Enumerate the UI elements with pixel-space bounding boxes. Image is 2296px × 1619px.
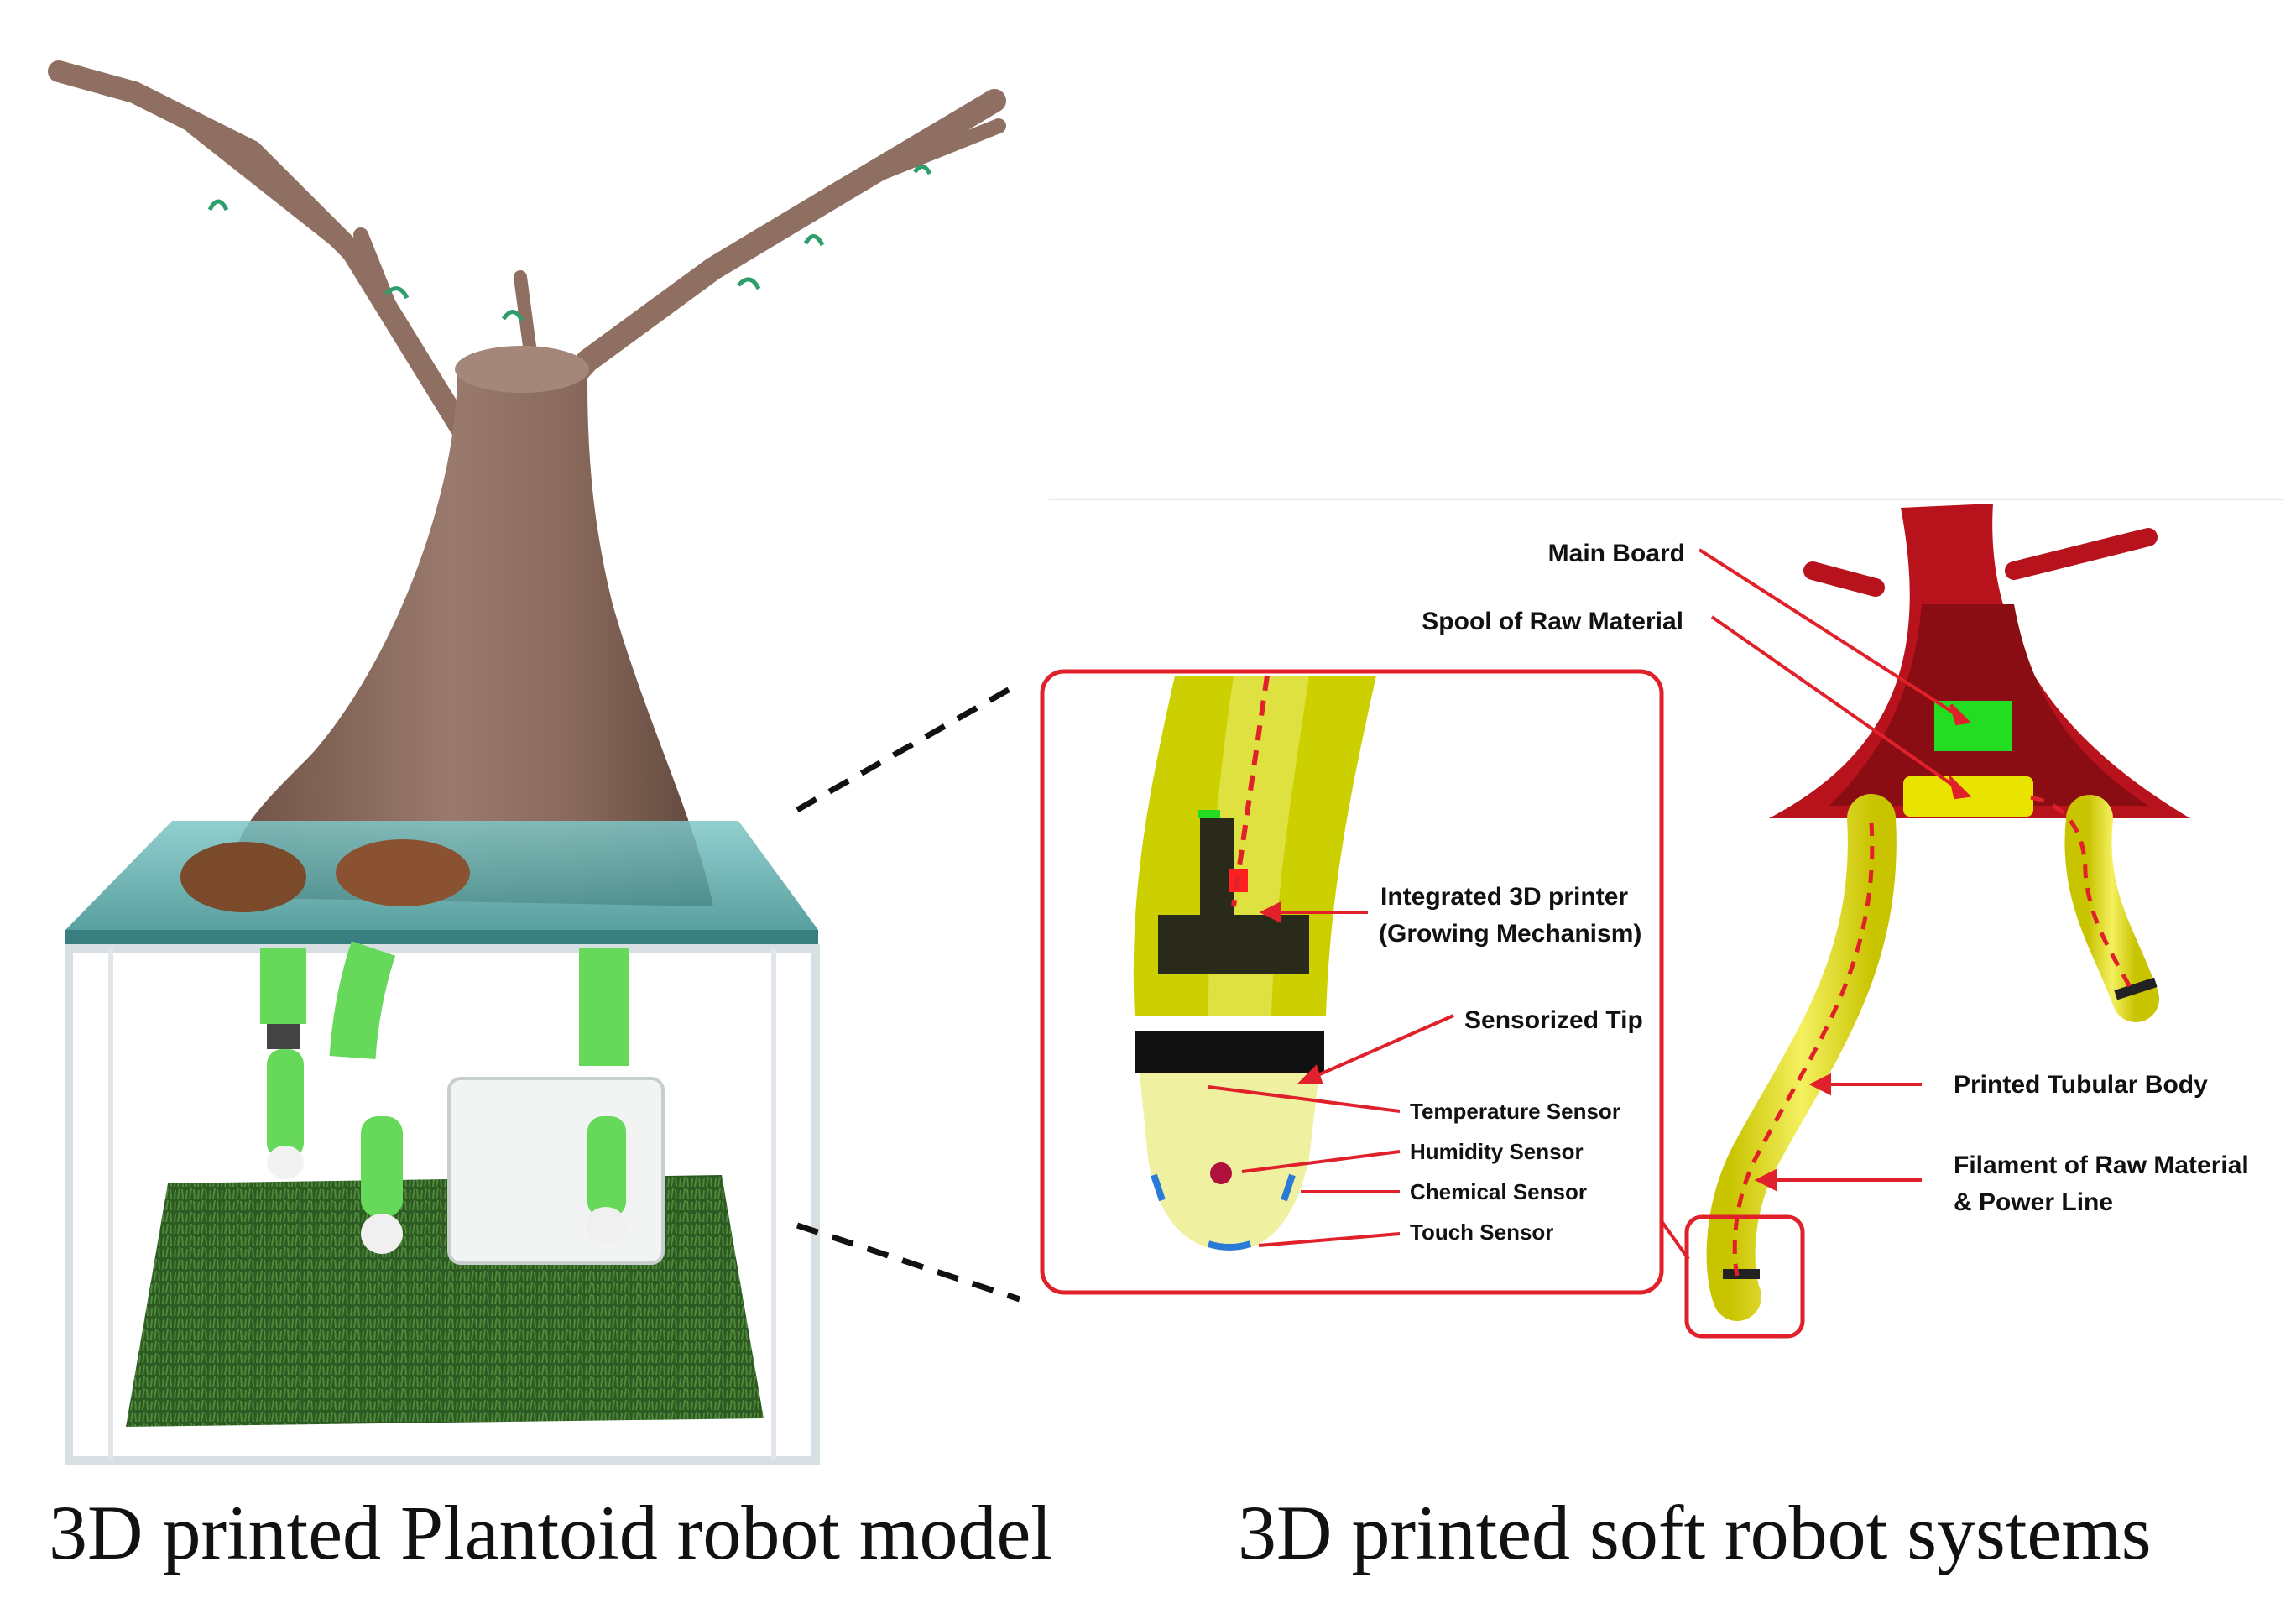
pinecone-left (180, 842, 306, 912)
leader-lines (1208, 548, 1972, 1247)
sensor-tip-body (1140, 1073, 1319, 1251)
humidity-sensor-dot (1210, 1162, 1232, 1184)
label-printer-line2: (Growing Mechanism) (1379, 920, 1641, 948)
label-temperature: Temperature Sensor (1410, 1099, 1620, 1124)
printer-mechanism (1158, 915, 1309, 974)
twist-ties (207, 165, 932, 322)
caption-plantoid: 3D printed Plantoid robot model (49, 1490, 1052, 1575)
aquarium-frame (65, 944, 820, 1465)
pinecone-right (336, 839, 470, 906)
inset-root-render (1133, 675, 1376, 1251)
label-filament-line1: Filament of Raw Material (1954, 1152, 2249, 1179)
plantoid-roots (260, 941, 629, 1254)
caption-soft-robot: 3D printed soft robot systems (1238, 1490, 2152, 1575)
trunk-top (455, 346, 589, 393)
label-touch: Touch Sensor (1410, 1219, 1553, 1245)
tip-highlight-box (1684, 1214, 1805, 1339)
label-filament-line2: & Power Line (1954, 1188, 2113, 1216)
label-humidity: Humidity Sensor (1410, 1139, 1584, 1164)
label-main-board: Main Board (1548, 540, 1685, 567)
root-short (2064, 795, 2159, 1022)
label-printer-line1: Integrated 3D printer (1380, 883, 1628, 911)
tree-trunk (236, 369, 714, 906)
soft-robot-diagram: Main Board Spool of Raw Material Integra… (1040, 499, 2283, 1343)
glass-lid-edge (65, 930, 818, 948)
grass-floor (126, 1175, 764, 1427)
plantoid-photo (48, 60, 1006, 1465)
label-sensorized-tip: Sensorized Tip (1464, 1006, 1643, 1034)
zoom-connectors (796, 685, 1021, 1303)
label-tubular-body: Printed Tubular Body (1954, 1071, 2208, 1099)
label-chemical: Chemical Sensor (1410, 1179, 1587, 1204)
water-container (447, 1077, 665, 1265)
label-spool: Spool of Raw Material (1422, 608, 1683, 635)
